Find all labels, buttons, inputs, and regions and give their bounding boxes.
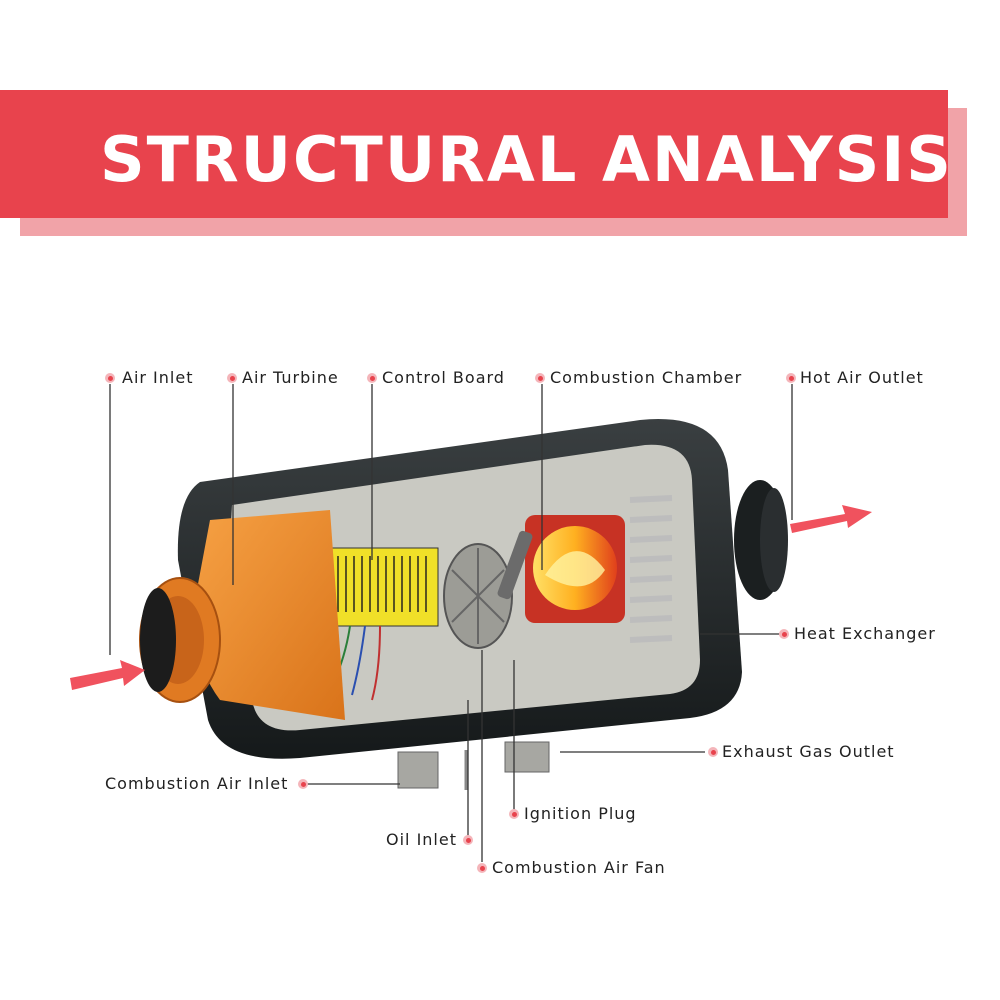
page-title: STRUCTURAL ANALYSIS	[100, 123, 953, 196]
air-turbine-dot	[227, 373, 237, 383]
control-board-dot	[367, 373, 377, 383]
label-control-board: Control Board	[382, 368, 505, 387]
label-heat-exchanger: Heat Exchanger	[794, 624, 936, 643]
heat-exchanger-dot	[779, 629, 789, 639]
ignition-plug-dot	[509, 809, 519, 819]
label-hot-air-outlet: Hot Air Outlet	[800, 368, 924, 387]
label-air-turbine: Air Turbine	[242, 368, 339, 387]
control-board	[319, 547, 439, 627]
leader-lines	[109, 384, 793, 862]
label-combustion-air-fan: Combustion Air Fan	[492, 858, 666, 877]
combustion-chamber	[525, 515, 625, 623]
label-oil-inlet: Oil Inlet	[386, 830, 457, 849]
label-combustion-chamber: Combustion Chamber	[550, 368, 743, 387]
hot-air-outlet-arrow	[790, 505, 872, 533]
combustion-chamber-dot	[535, 373, 545, 383]
title-banner	[0, 90, 948, 218]
label-ignition-plug: Ignition Plug	[524, 804, 637, 823]
ignition-plug	[497, 530, 533, 600]
hot-air-outlet-dot	[786, 373, 796, 383]
air-turbine	[139, 510, 345, 720]
air-inlet-arrow	[70, 660, 145, 690]
label-air-inlet: Air Inlet	[122, 368, 194, 387]
oil-inlet-dot	[463, 835, 473, 845]
heat-exchanger-fins	[629, 495, 673, 643]
exhaust-gas-outlet-dot	[708, 747, 718, 757]
label-exhaust-gas-outlet: Exhaust Gas Outlet	[722, 742, 895, 761]
bottom-pipes	[397, 741, 550, 790]
label-combustion-air-inlet: Combustion Air Inlet	[105, 774, 289, 793]
air-inlet-dot	[105, 373, 115, 383]
combustion-air-fan-dot	[477, 863, 487, 873]
combustion-air-inlet-dot	[298, 779, 308, 789]
